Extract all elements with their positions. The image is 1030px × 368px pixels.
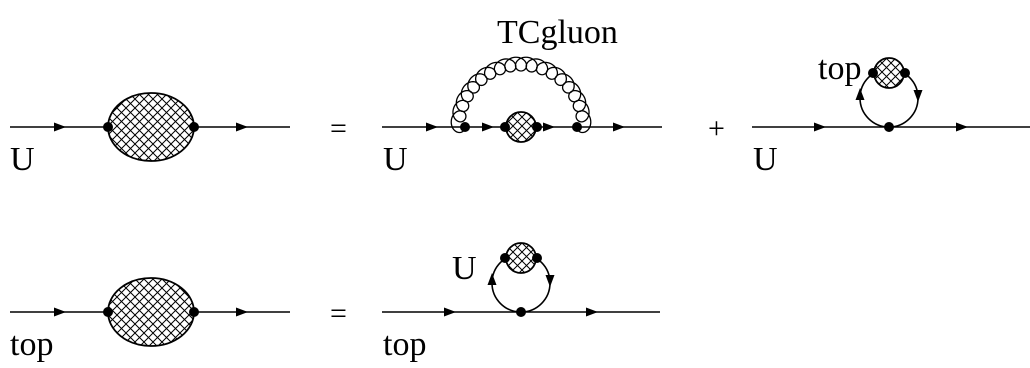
hatched-blob-mass-function: [107, 92, 195, 162]
exchange-label: TCgluon: [497, 14, 618, 51]
vertex-dot: [103, 122, 113, 132]
propagator-arrow: [814, 122, 826, 132]
hatched-blob-mass-function: [505, 242, 537, 274]
row2-tadpole-term: U top: [382, 242, 660, 363]
hatched-blob-mass-function: [107, 277, 195, 347]
vertex-dot: [189, 122, 199, 132]
loop-arrow: [855, 88, 865, 100]
vertex-dot: [572, 122, 582, 132]
vertex-dot: [532, 253, 542, 263]
vertex-dot: [868, 68, 878, 78]
vertex-dot: [103, 307, 113, 317]
propagator-arrow: [543, 122, 555, 132]
loop-arrow: [487, 273, 497, 285]
quark-label: U: [383, 141, 408, 178]
row1-lhs-self-energy: U: [10, 92, 290, 178]
vertex-dot: [500, 253, 510, 263]
quark-label: top: [10, 326, 53, 363]
quark-label: U: [753, 141, 778, 178]
quark-label: U: [10, 141, 35, 178]
vertex-dot: [532, 122, 542, 132]
vertex-dot: [884, 122, 894, 132]
row1-tadpole-term: top U: [752, 50, 1030, 178]
propagator-arrow: [613, 122, 625, 132]
hatched-blob-mass-function: [873, 57, 905, 89]
equals-sign: =: [330, 297, 347, 330]
propagator-arrow: [586, 307, 598, 317]
vertex-dot: [460, 122, 470, 132]
propagator-arrow: [236, 122, 248, 132]
vertex-dot: [189, 307, 199, 317]
vertex-dot: [900, 68, 910, 78]
loop-label: U: [452, 250, 477, 287]
propagator-arrow: [236, 307, 248, 317]
row1-gluon-exchange-term: TCgluon U: [382, 14, 662, 178]
propagator-arrow: [54, 307, 66, 317]
loop-arrow: [913, 90, 923, 102]
loop-arrow: [545, 275, 555, 287]
equals-sign: =: [330, 112, 347, 145]
quark-label: top: [383, 326, 426, 363]
propagator-arrow: [956, 122, 968, 132]
vertex-dot: [500, 122, 510, 132]
tc-gluon-propagator: [450, 56, 592, 134]
propagator-arrow: [444, 307, 456, 317]
row2-lhs-self-energy: top: [10, 277, 290, 363]
propagator-arrow: [482, 122, 494, 132]
plus-sign: +: [708, 112, 725, 145]
propagator-arrow: [426, 122, 438, 132]
loop-label: top: [818, 50, 861, 87]
propagator-arrow: [54, 122, 66, 132]
vertex-dot: [516, 307, 526, 317]
hatched-blob-mass-function: [505, 111, 537, 143]
